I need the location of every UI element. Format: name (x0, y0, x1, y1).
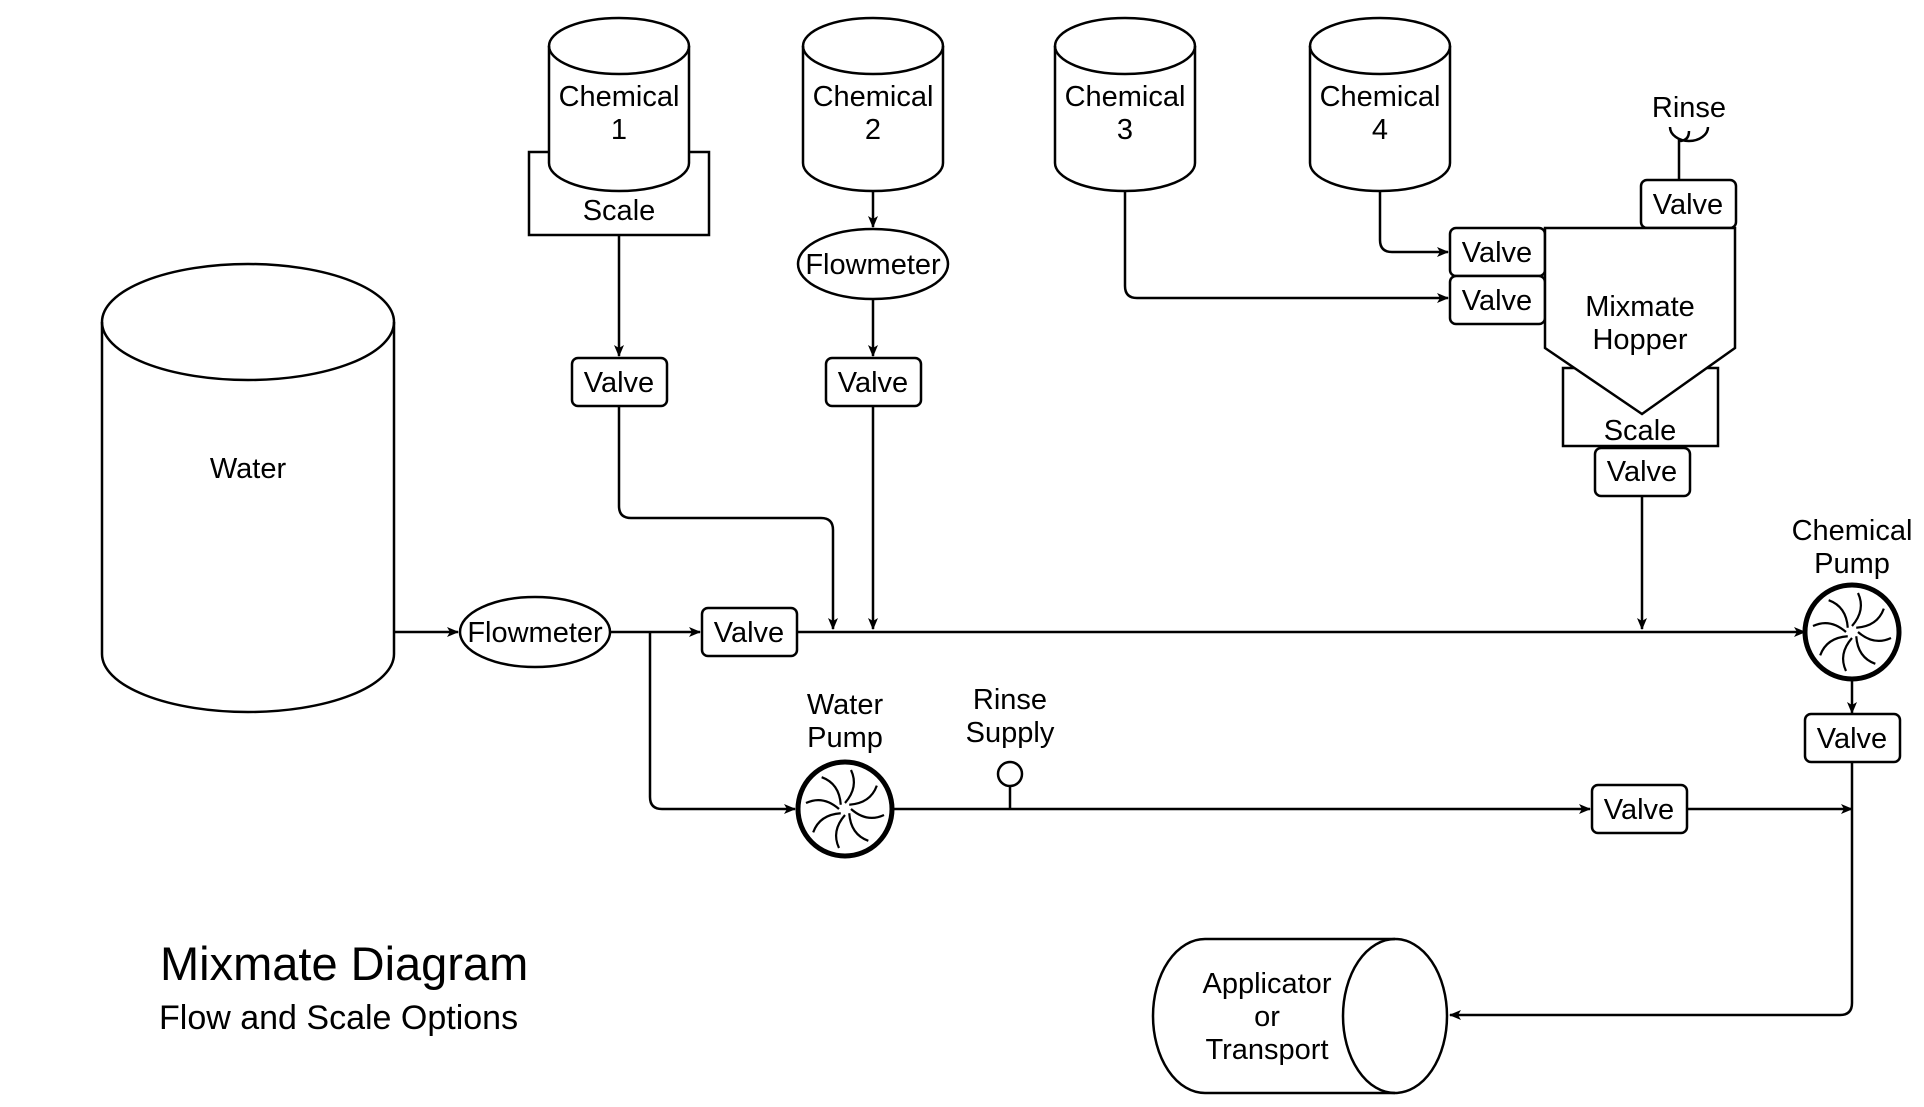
chemical-2: Chemical 2 (801, 16, 945, 193)
chemical-2-valve: Valve (824, 356, 923, 408)
hopper-valve-chem3: Valve (1448, 274, 1547, 326)
rinse-source: Rinse (1652, 92, 1726, 143)
chemical-pump: Chemical Pump (1792, 515, 1913, 682)
chemical-4-label-line2: 4 (1372, 114, 1388, 146)
line-to-applicator (1449, 762, 1854, 1020)
chemical-2-valve-label: Valve (838, 367, 908, 399)
hopper-label-line1: Mixmate (1585, 291, 1695, 323)
chemical-pump-valve-label: Valve (1817, 723, 1887, 755)
rinse-valve: Valve (1639, 178, 1738, 230)
rinse-valve-label: Valve (1653, 189, 1723, 221)
hopper-valve-chem4: Valve (1448, 226, 1547, 278)
hopper-valve-chem3-label: Valve (1462, 285, 1532, 317)
hopper-label-line2: Hopper (1592, 324, 1687, 356)
chemical-2-label-line1: Chemical (813, 81, 934, 113)
main-flowmeter-label: Flowmeter (467, 617, 603, 649)
chemical-2-label-line2: 2 (865, 114, 881, 146)
water-tank-label: Water (210, 453, 287, 485)
applicator-label-line2: or (1254, 1001, 1280, 1033)
chemical-1-label-line2: 1 (611, 114, 627, 146)
main-flowmeter: Flowmeter (458, 595, 612, 669)
water-pump-icon (795, 759, 895, 859)
chemical-3: Chemical 3 (1053, 16, 1197, 193)
chemical-2-flowmeter-label: Flowmeter (805, 249, 941, 281)
chemical-1-scale-label: Scale (583, 195, 656, 227)
chemical-1-valve: Valve (570, 356, 669, 408)
diagram-subtitle: Flow and Scale Options (159, 999, 518, 1037)
chemical-1-valve-label: Valve (584, 367, 654, 399)
mixmate-hopper: Scale Mixmate Hopper (1543, 226, 1737, 448)
water-pump-label-line1: Water (807, 689, 884, 721)
diagram-title: Mixmate Diagram (160, 937, 528, 990)
chemical-1: Scale Chemical 1 (527, 16, 711, 237)
line-chem1-valve-to-main (617, 406, 838, 630)
water-pump: Water Pump (795, 689, 895, 859)
chemical-pump-icon (1802, 582, 1902, 682)
chemical-4-label-line1: Chemical (1320, 81, 1441, 113)
line-rinse-to-valve (1677, 130, 1691, 179)
applicator-label-line3: Transport (1205, 1034, 1328, 1066)
water-tank: Water (100, 262, 396, 714)
line-branch-to-water-pump (648, 632, 796, 814)
rinse-label: Rinse (1652, 92, 1726, 124)
line-chem3-to-valve (1123, 190, 1449, 303)
chemical-pump-label-line1: Chemical (1792, 515, 1913, 547)
rinse-supply: Rinse Supply (966, 684, 1055, 788)
main-valve: Valve (700, 606, 799, 658)
connections (393, 130, 1857, 1020)
rinse-supply-label-line1: Rinse (973, 684, 1047, 716)
chemical-pump-valve: Valve (1803, 712, 1902, 764)
hopper-valve-chem4-label: Valve (1462, 237, 1532, 269)
chemical-3-label-line2: 3 (1117, 114, 1133, 146)
applicator-tank: Applicator or Transport (1151, 937, 1449, 1095)
chemical-1-label-line1: Chemical (559, 81, 680, 113)
chemical-pump-label-line2: Pump (1814, 548, 1890, 580)
hopper-outlet-valve-label: Valve (1607, 456, 1677, 488)
hopper-scale-label: Scale (1604, 415, 1677, 447)
main-valve-label: Valve (714, 617, 784, 649)
lower-valve: Valve (1590, 783, 1689, 835)
chemical-4: Chemical 4 (1308, 16, 1452, 193)
water-pump-label-line2: Pump (807, 722, 883, 754)
chemical-2-flowmeter: Flowmeter (796, 227, 950, 301)
rinse-supply-port-icon (996, 760, 1024, 788)
hopper-outlet-valve: Valve (1593, 446, 1692, 498)
chemical-3-label-line1: Chemical (1065, 81, 1186, 113)
line-chem4-to-valve (1378, 190, 1449, 257)
lower-valve-label: Valve (1604, 794, 1674, 826)
applicator-label-line1: Applicator (1203, 968, 1332, 1000)
rinse-supply-label-line2: Supply (966, 717, 1055, 749)
